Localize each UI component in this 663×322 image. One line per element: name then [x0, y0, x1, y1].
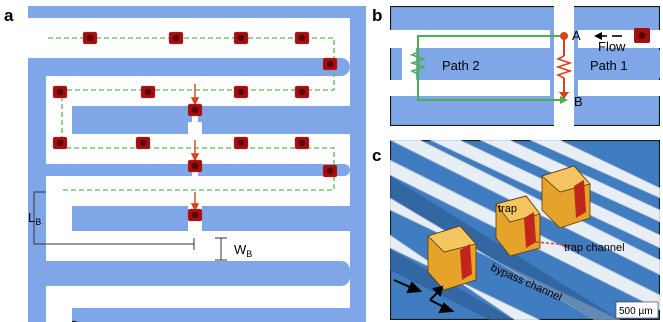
trap-label: trap [498, 203, 517, 215]
scale-bar-box [615, 301, 659, 319]
serpentine-channel [28, 18, 350, 322]
path2-loop [417, 35, 564, 101]
panel-c-3d-render: trap trap channel bypass channel 500 µm [390, 140, 660, 320]
wb-marker [215, 237, 227, 261]
path1-label: Path 1 [590, 58, 628, 73]
node-a [560, 32, 568, 40]
panel-letter-c: c [372, 146, 382, 165]
trap-channel-pointer [535, 241, 581, 247]
lb-bracket [33, 191, 194, 245]
trap-block-2 [495, 195, 541, 257]
panel-b-circuit-diagram: Path 2 Path 1 A B Flow [390, 6, 660, 126]
trap-channel-label: trap channel [564, 242, 625, 254]
path2-label: Path 2 [442, 58, 480, 73]
panel-letter-a: a [4, 6, 14, 25]
path1-channel [582, 50, 660, 78]
wb-label: WB [234, 242, 252, 259]
flow-label: Flow [598, 39, 626, 54]
flow-arrow [594, 32, 622, 40]
axis-arrows [393, 279, 455, 314]
panel-letter-b: b [372, 6, 383, 25]
trap-block-3 [541, 165, 591, 229]
panel-a-serpentine-diagram: LB WB [28, 6, 366, 322]
trap-block-1 [427, 225, 477, 291]
scale-bar-label: 500 µm [619, 306, 653, 317]
node-b-label: B [574, 94, 583, 109]
path1-resistor [555, 55, 573, 79]
lb-label: LB [28, 210, 41, 227]
path2-resistor [409, 51, 427, 75]
cell-icon [634, 28, 650, 43]
trap-flow-arrows [190, 84, 200, 212]
node-a-label: A [572, 28, 581, 43]
path2-channel [428, 50, 544, 78]
